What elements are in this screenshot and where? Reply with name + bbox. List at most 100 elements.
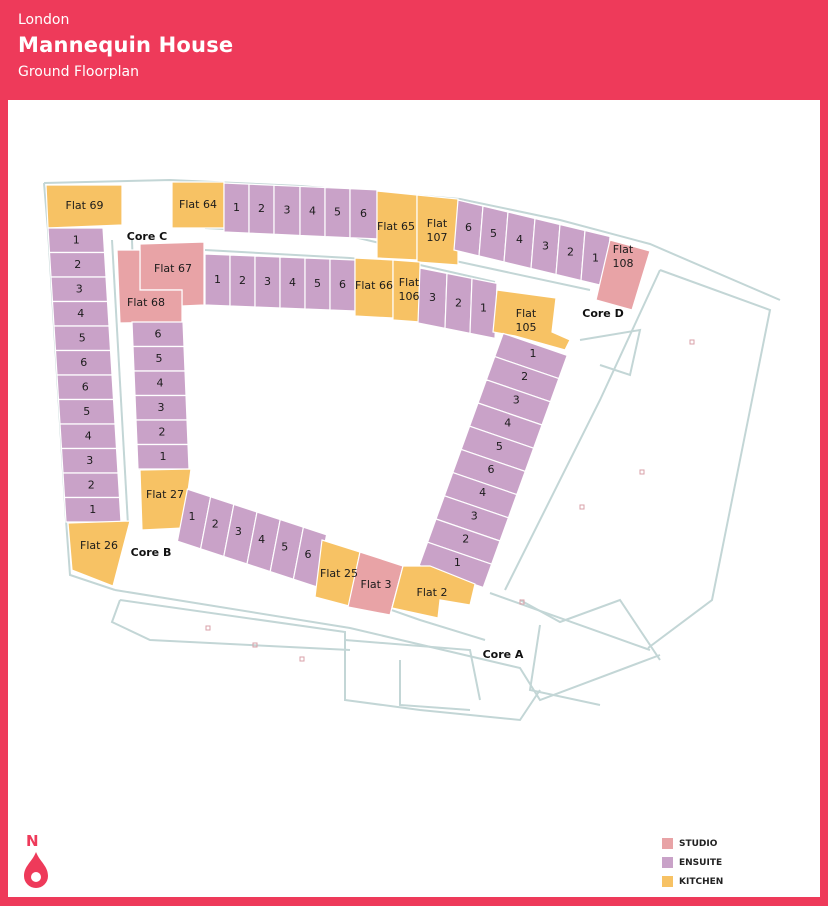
room-number: 4 (85, 429, 92, 442)
unit-studio (595, 239, 651, 311)
flat-label: Flat 68 (127, 296, 165, 309)
unit-studio (347, 551, 404, 616)
room-number: 1 (480, 301, 487, 314)
room-number: 6 (488, 463, 495, 476)
room-number: 2 (159, 425, 166, 438)
room-number: 3 (513, 393, 520, 406)
room-number: 1 (89, 503, 96, 516)
unit-kitchen (45, 184, 123, 229)
room-number: 5 (314, 277, 321, 290)
wall-outline (110, 599, 351, 651)
room-number: 6 (305, 548, 312, 561)
room-number: 1 (454, 556, 461, 569)
flat-label: Flat 27 (146, 488, 184, 501)
room-number: 5 (334, 206, 341, 219)
room-number: 3 (542, 239, 549, 252)
wall-outline (647, 269, 772, 649)
room-number: 4 (77, 307, 84, 320)
room-number: 1 (189, 510, 196, 523)
room-number: 3 (76, 282, 83, 295)
room-number: 4 (479, 486, 486, 499)
wall-outline (344, 639, 481, 701)
room-number: 5 (156, 352, 163, 365)
flat-label: Flat 25 (320, 567, 358, 580)
wall-outline (43, 178, 781, 301)
room-number: 5 (83, 405, 90, 418)
room-number: 2 (455, 296, 462, 309)
page-subtitle: Ground Floorplan (18, 64, 140, 80)
room-number: 6 (339, 278, 346, 291)
structural-column (639, 469, 645, 475)
room-number: 4 (289, 276, 296, 289)
studio-swatch (662, 838, 673, 849)
room-number: 3 (429, 291, 436, 304)
structural-column (252, 642, 258, 648)
room-number: 2 (521, 370, 528, 383)
core-a-label: Core A (483, 648, 524, 661)
flat-label: Flat 67 (154, 262, 192, 275)
flat-label: Flat 3 (361, 578, 392, 591)
wall-outline (579, 328, 642, 377)
legend-label: KITCHEN (679, 876, 724, 887)
room-number: 2 (74, 258, 81, 271)
legend-item-kitchen: KITCHEN (662, 876, 723, 887)
room-number: 5 (281, 540, 288, 553)
legend-item-ensuite: ENSUITE (662, 857, 722, 868)
structural-column (519, 599, 525, 605)
room-number: 2 (258, 202, 265, 215)
flat-label: Flat 64 (179, 198, 217, 211)
unit-ensuite (418, 541, 493, 589)
room-number: 6 (465, 221, 472, 234)
structural-column (205, 625, 211, 631)
room-number: 6 (82, 380, 89, 393)
unit-kitchen (492, 289, 571, 351)
unit-kitchen (416, 194, 459, 266)
room-number: 3 (235, 525, 242, 538)
flat-label: Flat 66 (355, 279, 393, 292)
room-number: 1 (530, 347, 537, 360)
room-number: 5 (490, 227, 497, 240)
unit-ensuite (469, 277, 498, 340)
wall-outline (111, 239, 129, 526)
core-b-label: Core B (131, 546, 172, 559)
room-number: 3 (284, 203, 291, 216)
room-number: 4 (157, 376, 164, 389)
wall-outline (528, 624, 601, 706)
room-number: 2 (462, 533, 469, 546)
room-number: 6 (360, 207, 367, 220)
flat-label: Flat 69 (66, 199, 104, 212)
room-number: 5 (496, 440, 503, 453)
flat-label: Flat 26 (80, 539, 118, 552)
flat-label: Flat 2 (417, 586, 448, 599)
core-d-label: Core D (582, 307, 623, 320)
legend-label: ENSUITE (679, 857, 723, 868)
structural-column (579, 504, 585, 510)
wall-outline (119, 599, 541, 722)
flat-label: Flat 65 (377, 220, 415, 233)
wall-outline (114, 589, 661, 702)
legend-item-studio: STUDIO (662, 838, 717, 849)
room-number: 3 (264, 275, 271, 288)
wall-outline (489, 592, 651, 651)
core-c-label: Core C (127, 230, 167, 243)
room-number: 2 (212, 518, 219, 531)
room-number: 1 (592, 251, 599, 264)
room-number: 1 (73, 233, 80, 246)
compass-north-label: N (26, 832, 39, 850)
kitchen-swatch (662, 876, 673, 887)
room-number: 2 (88, 478, 95, 491)
ensuite-swatch (662, 857, 673, 868)
wall-outline (519, 598, 661, 661)
room-number: 2 (567, 245, 574, 258)
room-number: 6 (80, 356, 87, 369)
wall-outline (399, 660, 471, 711)
room-number: 3 (471, 509, 478, 522)
units-layer (45, 181, 651, 619)
unit-kitchen (391, 565, 476, 619)
legend-label: STUDIO (679, 838, 718, 849)
